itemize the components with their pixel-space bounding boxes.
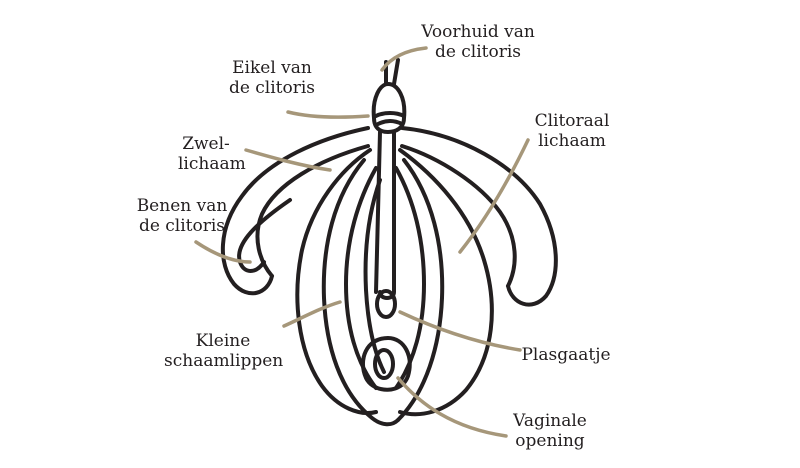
urethral-opening (375, 289, 397, 319)
label-clitoral-glans: Eikel van de clitoris (226, 58, 318, 98)
label-urethral-opening: Plasgaatje (520, 345, 612, 365)
label-vestibular-bulbs-line1: Zwel- (182, 134, 230, 154)
leader-crura (194, 240, 252, 264)
label-clitoral-glans-line2: de clitoris (228, 78, 316, 98)
label-clitoral-body: Clitoraal lichaam (532, 111, 612, 151)
left-labium-outer (321, 158, 400, 427)
right-bulb-outline (398, 148, 494, 417)
label-clitoral-foreskin-line2: de clitoris (434, 42, 522, 62)
left-labium-minus-inner (363, 178, 386, 374)
label-clitoral-body-line2: lichaam (538, 131, 606, 151)
label-labia-minora-line2: schaamlippen (164, 351, 284, 371)
leader-urethra (398, 310, 522, 352)
leader-foreskin (380, 46, 428, 72)
label-vaginal-opening-line2: opening (515, 431, 585, 451)
label-clitoral-foreskin: Voorhuid van de clitoris (418, 22, 538, 62)
leader-vaginal (396, 376, 508, 438)
leader-lines (194, 46, 530, 438)
label-vestibular-bulbs: Zwel- lichaam (178, 134, 246, 174)
clitoral-glans (374, 111, 406, 126)
vaginal-opening-inner (373, 348, 395, 380)
label-vaginal-opening: Vaginale opening (508, 411, 592, 451)
label-clitoral-crura-line2: de clitoris (138, 216, 226, 236)
anatomy-illustration (220, 58, 558, 427)
right-labium-outer (396, 158, 445, 422)
right-crus-outline (400, 126, 558, 307)
left-crus-outline (220, 126, 370, 296)
vaginal-opening-outer (361, 336, 412, 392)
label-clitoral-foreskin-line1: Voorhuid van (421, 22, 535, 42)
label-labia-minora: Kleine schaamlippen (164, 331, 284, 371)
label-labia-minora-line1: Kleine (195, 331, 251, 351)
label-clitoral-crura: Benen van de clitoris (126, 196, 238, 236)
label-vaginal-opening-line1: Vaginale (513, 411, 587, 431)
label-vestibular-bulbs-line2: lichaam (178, 154, 246, 174)
label-clitoral-body-line1: Clitoraal (534, 111, 610, 131)
leader-corpus (458, 138, 530, 254)
left-bulb-outline (295, 148, 378, 415)
leader-minora (282, 300, 342, 328)
left-labium-minus (344, 166, 378, 390)
clitoral-hood (371, 82, 407, 134)
label-clitoral-crura-line1: Benen van (136, 196, 228, 216)
label-clitoral-glans-line1: Eikel van (232, 58, 312, 78)
leader-glans (286, 110, 370, 119)
clitoral-shaft (374, 130, 396, 300)
leader-bulbs (244, 148, 332, 172)
label-urethral-opening-line1: Plasgaatje (521, 345, 611, 365)
